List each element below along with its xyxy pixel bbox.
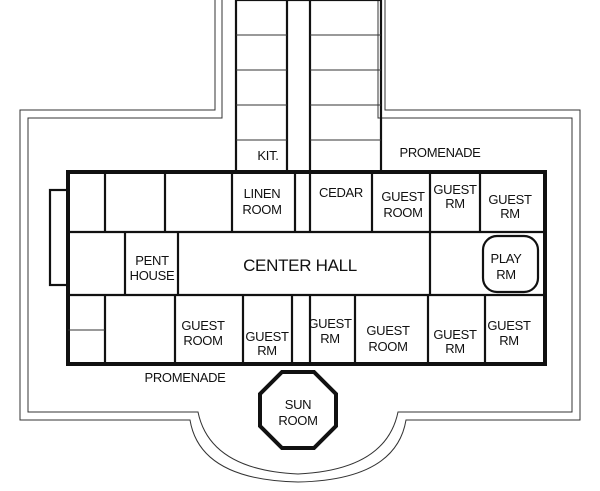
label-guest-rm-sw2-2: RM — [257, 343, 277, 358]
label-center-hall: CENTER HALL — [243, 256, 357, 275]
label-promenade-south: PROMENADE — [144, 370, 226, 385]
label-kitchen: KIT. — [257, 148, 278, 163]
label-guest-room-ne1-1: GUEST — [381, 189, 425, 204]
label-pent-house-1: PENT — [135, 253, 169, 268]
label-guest-room-ne1-2: ROOM — [383, 205, 422, 220]
label-guest-rm-se3-2: RM — [445, 341, 465, 356]
label-linen-room-2: ROOM — [242, 202, 281, 217]
north-wing — [234, 0, 383, 174]
terrace-outline — [19, 0, 581, 483]
label-sun-room-1: SUN — [285, 397, 312, 412]
label-guest-rm-ne3-2: RM — [500, 206, 520, 221]
label-guest-rm-se1-2: RM — [320, 331, 340, 346]
label-guest-rm-ne2-2: RM — [445, 196, 465, 211]
main-building — [48, 170, 547, 366]
label-guest-rm-se3-1: GUEST — [433, 327, 477, 342]
label-guest-room-se2-1: GUEST — [366, 323, 410, 338]
label-linen-room-1: LINEN — [244, 186, 281, 201]
sun-room-outline — [258, 370, 338, 450]
label-guest-room-sw1-1: GUEST — [181, 318, 225, 333]
label-guest-rm-se4-1: GUEST — [487, 318, 531, 333]
label-sun-room-2: ROOM — [278, 413, 317, 428]
label-play-rm-2: RM — [496, 267, 516, 282]
label-guest-rm-se1-1: GUEST — [308, 316, 352, 331]
label-guest-room-sw1-2: ROOM — [183, 333, 222, 348]
label-pent-house-2: HOUSE — [130, 268, 175, 283]
label-guest-room-se2-2: ROOM — [368, 339, 407, 354]
label-guest-rm-ne3-1: GUEST — [488, 192, 532, 207]
label-guest-rm-sw2-1: GUEST — [245, 329, 289, 344]
label-promenade-north: PROMENADE — [399, 145, 481, 160]
room-labels: KIT. PROMENADE LINEN ROOM CEDAR GUEST RO… — [130, 145, 533, 428]
label-play-rm-1: PLAY — [490, 251, 522, 266]
label-guest-rm-ne2-1: GUEST — [433, 182, 477, 197]
label-cedar: CEDAR — [319, 185, 363, 200]
label-guest-rm-se4-2: RM — [499, 333, 519, 348]
